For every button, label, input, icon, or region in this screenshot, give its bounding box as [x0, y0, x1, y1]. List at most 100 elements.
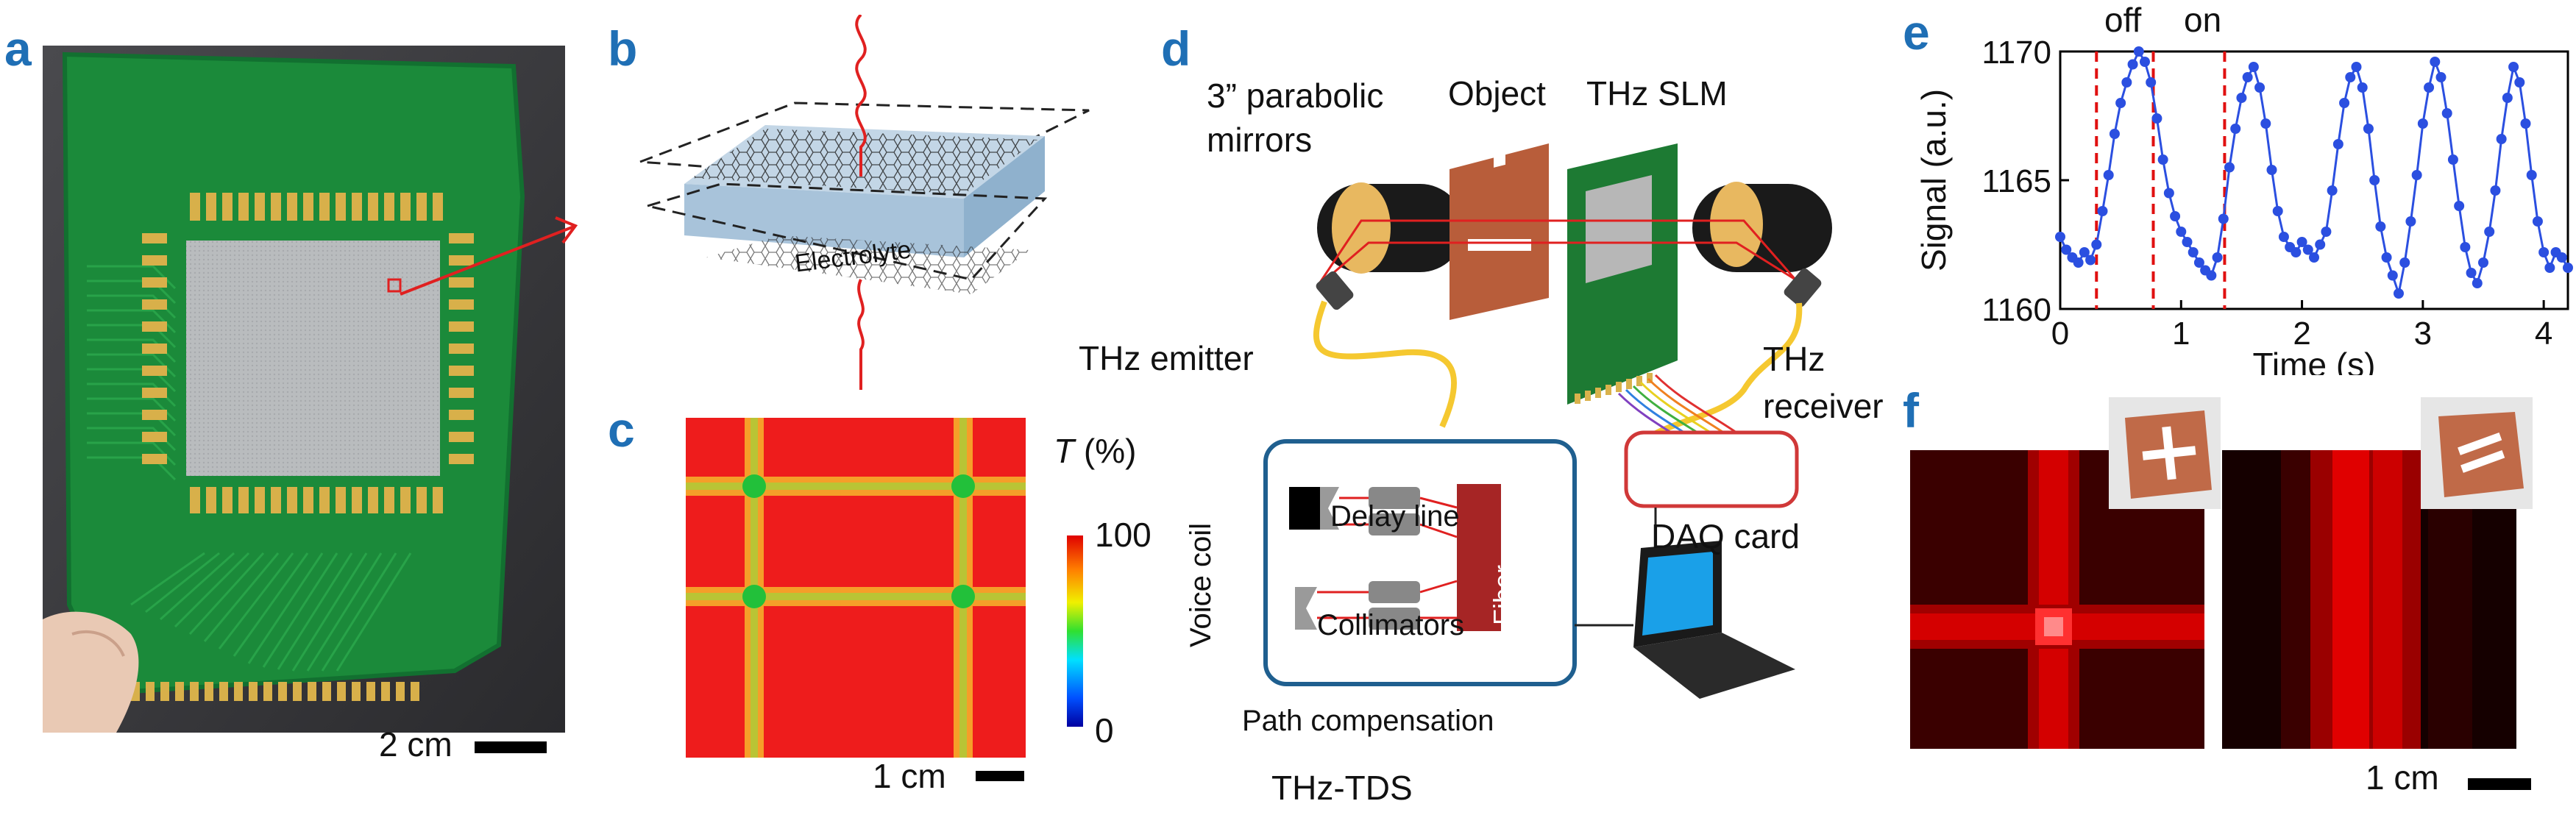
- colorbar-title-unit: (%): [1074, 432, 1137, 470]
- x-tick-label: 0: [2051, 316, 2069, 352]
- signal-point: [2206, 270, 2217, 281]
- y-tick-label: 1165: [1981, 163, 2051, 199]
- signal-point: [2496, 134, 2507, 144]
- signal-point: [2254, 82, 2265, 93]
- signal-point: [2248, 62, 2259, 72]
- signal-point: [2193, 257, 2204, 268]
- pcb-photo: [43, 46, 565, 733]
- fiber-laser-label: Fiber laser: [1488, 564, 1546, 625]
- signal-point: [2424, 82, 2435, 93]
- signal-point: [2121, 77, 2132, 88]
- signal-point: [2133, 46, 2144, 57]
- signal-point: [2490, 185, 2501, 196]
- signal-point: [2146, 77, 2157, 88]
- signal-point: [2430, 57, 2441, 67]
- x-tick-label: 2: [2293, 316, 2310, 352]
- signal-point: [2369, 175, 2380, 185]
- signal-point: [2176, 227, 2187, 237]
- signal-point: [2472, 278, 2483, 288]
- signal-point: [2115, 98, 2126, 108]
- signal-point: [2055, 232, 2065, 242]
- setup-diagram: [1263, 110, 1832, 699]
- panel-label-d: d: [1161, 21, 1191, 76]
- scale-c-label: 1 cm: [873, 757, 946, 795]
- signal-point: [2073, 257, 2084, 268]
- signal-point: [2242, 72, 2253, 82]
- signal-point: [2375, 221, 2386, 232]
- signal-point: [2278, 232, 2289, 242]
- signal-point: [2315, 239, 2326, 250]
- signal-point: [2484, 227, 2495, 237]
- colorbar-title-var: T: [1054, 432, 1075, 470]
- panel-label-c: c: [608, 402, 635, 457]
- panel-label-b: b: [608, 21, 638, 76]
- signal-point: [2230, 124, 2241, 134]
- signal-point: [2454, 201, 2465, 211]
- off-label: off: [2104, 1, 2142, 39]
- signal-point: [2182, 237, 2193, 247]
- daq-label: DAQ card: [1651, 517, 1800, 555]
- scale-bar-a: [475, 741, 547, 753]
- collimators-label: Collimators: [1317, 609, 1465, 641]
- panel-label-e: e: [1903, 5, 1930, 60]
- signal-point: [2357, 82, 2368, 93]
- signal-point: [2387, 270, 2398, 281]
- signal-point: [2157, 154, 2168, 165]
- signal-point: [2097, 206, 2108, 216]
- signal-point: [2532, 216, 2543, 227]
- x-tick-label: 4: [2535, 316, 2552, 352]
- signal-point: [2345, 72, 2356, 82]
- voice-coil-label: Voice coil: [1185, 523, 1217, 647]
- signal-point: [2502, 93, 2513, 103]
- tds-label: THz-TDS: [1271, 769, 1413, 807]
- signal-point: [2508, 62, 2519, 72]
- signal-point: [2411, 170, 2422, 180]
- signal-point: [2351, 62, 2362, 72]
- signal-point: [2291, 247, 2302, 257]
- scale-f-label: 1 cm: [2366, 758, 2439, 797]
- signal-point: [2091, 239, 2102, 250]
- signal-point: [2381, 252, 2392, 263]
- signal-point: [2332, 139, 2343, 149]
- signal-point: [2399, 257, 2410, 268]
- signal-point: [2339, 98, 2350, 108]
- emitter-label: THz emitter: [1079, 339, 1254, 377]
- signal-point: [2563, 263, 2573, 273]
- on-label: on: [2184, 1, 2222, 39]
- signal-point: [2296, 237, 2307, 247]
- signal-point: [2556, 252, 2567, 263]
- signal-point: [2460, 242, 2471, 252]
- y-tick-label: 1160: [1981, 292, 2051, 328]
- signal-point: [2236, 93, 2247, 103]
- y-tick-label: 1170: [1981, 35, 2051, 71]
- signal-point: [2327, 185, 2338, 196]
- y-axis-label: Signal (a.u.): [1915, 89, 1953, 271]
- plot-frame: [2059, 50, 2569, 310]
- object-label: Object: [1448, 74, 1546, 113]
- signal-point: [2447, 154, 2458, 165]
- signal-point: [2544, 263, 2555, 273]
- inset-cross-photo: [2109, 397, 2221, 509]
- signal-point: [2272, 206, 2283, 216]
- scale-a-label: 2 cm: [379, 725, 453, 764]
- signal-point: [2302, 244, 2313, 255]
- x-axis-label: Time (s): [2253, 346, 2376, 375]
- scale-bar-c: [976, 771, 1024, 781]
- signal-point: [2061, 244, 2072, 255]
- colorbar-title: T (%): [1054, 431, 1136, 471]
- x-tick-label: 1: [2172, 316, 2190, 352]
- signal-point: [2218, 213, 2229, 224]
- signal-point: [2266, 165, 2277, 175]
- signal-point: [2526, 170, 2537, 180]
- signal-point: [2079, 247, 2090, 257]
- zoom-arrow: [400, 216, 578, 296]
- signal-point: [2188, 247, 2199, 257]
- signal-point: [2103, 170, 2114, 180]
- signal-point: [2224, 162, 2235, 173]
- signal-point: [2163, 188, 2174, 199]
- delay-line-label: Delay line: [1330, 500, 1460, 533]
- signal-point: [2394, 288, 2404, 299]
- slm-label: THz SLM: [1586, 74, 1728, 113]
- transmission-map: [686, 418, 1026, 758]
